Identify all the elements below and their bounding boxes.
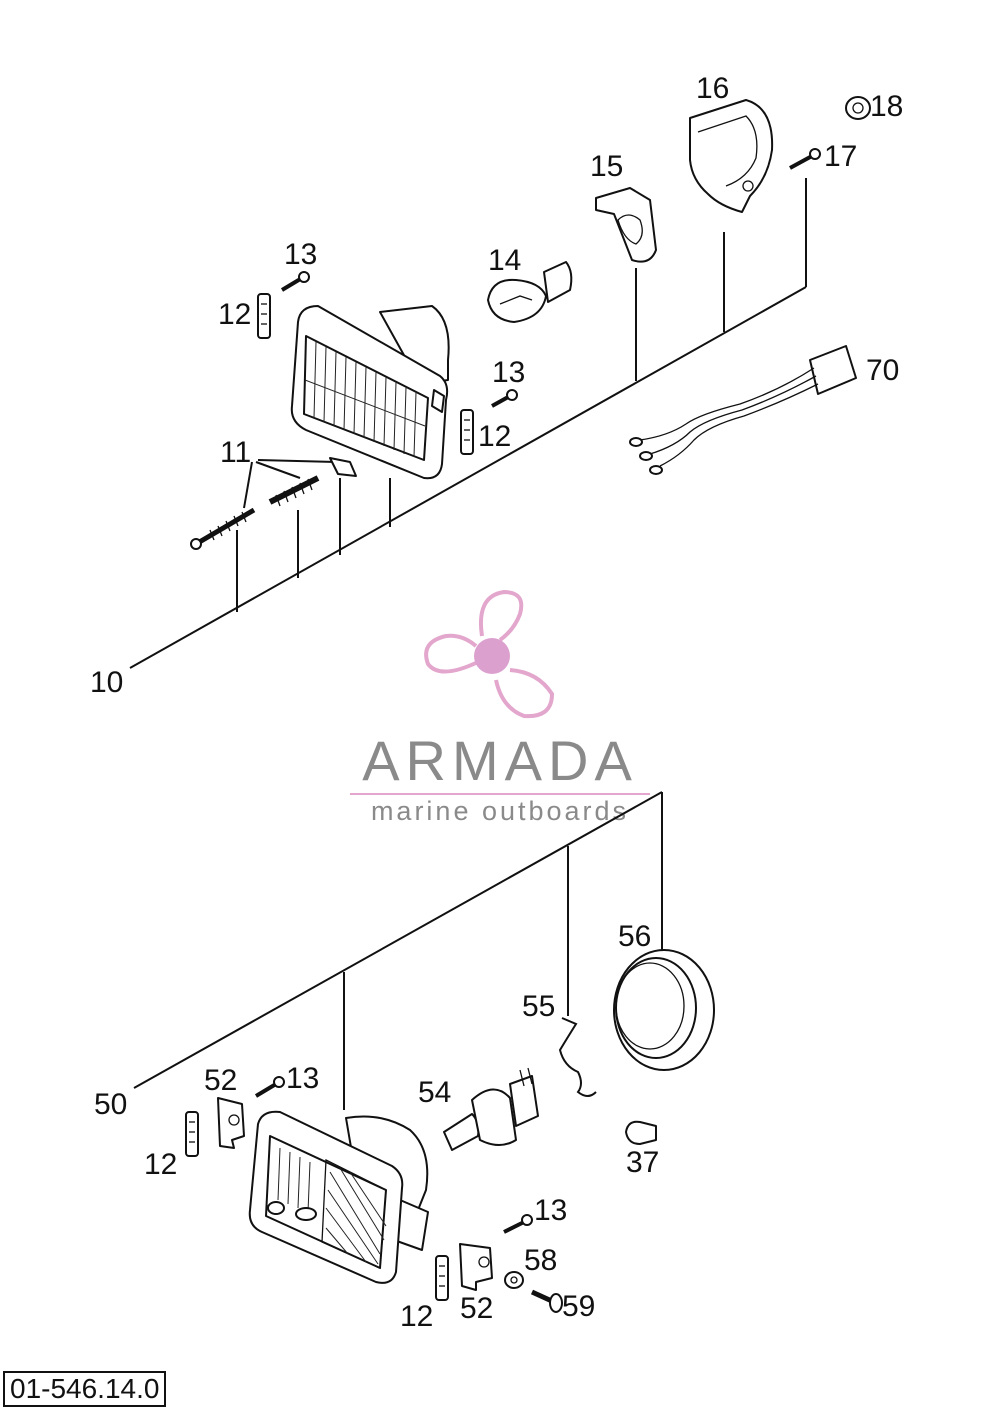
callout-labels: 16 18 17 15 13 14 12 70 13 12 11 10 56 5… (90, 72, 903, 1333)
callout-13: 13 (534, 1194, 567, 1227)
callout-52: 52 (460, 1292, 493, 1325)
headlight-lower (248, 1110, 429, 1284)
callout-56: 56 (618, 920, 651, 953)
callout-54: 54 (418, 1076, 451, 1109)
callout-11: 11 (220, 436, 251, 469)
callout-15: 15 (590, 150, 623, 183)
spring-clip-55 (558, 1017, 597, 1097)
callout-12: 12 (144, 1148, 177, 1181)
brackets-52 (217, 1097, 493, 1291)
callout-58: 58 (524, 1244, 557, 1277)
callout-50: 50 (94, 1088, 127, 1121)
callout-12: 12 (400, 1300, 433, 1333)
screws-upper (280, 271, 518, 408)
callout-13: 13 (492, 356, 525, 389)
retaining-ring-56 (613, 949, 715, 1071)
cover-16 (689, 99, 774, 213)
callout-70: 70 (866, 354, 899, 387)
upper-leader-lines (129, 178, 807, 669)
nut-strips-upper (257, 293, 474, 455)
headlight-upper (290, 305, 450, 480)
callout-17: 17 (824, 140, 857, 173)
propeller-logo (424, 589, 555, 719)
nut-strips-lower (185, 1111, 449, 1301)
adjusting-screws (190, 457, 357, 550)
propeller-hub (474, 638, 510, 674)
callout-14: 14 (488, 244, 521, 277)
brand-name: ARMADA (362, 729, 638, 792)
washer-58 (504, 1271, 524, 1289)
callout-59: 59 (562, 1290, 595, 1323)
callout-18: 18 (870, 90, 903, 123)
callout-37: 37 (626, 1146, 659, 1179)
parking-bulb-37 (625, 1120, 657, 1145)
callout-13: 13 (284, 238, 317, 271)
bulb-holder-15 (595, 187, 657, 263)
screw-59 (530, 1289, 563, 1313)
drawing-code-label: 01-546.14.0 (3, 1371, 167, 1407)
callout-55: 55 (522, 990, 555, 1023)
callout-13: 13 (286, 1062, 319, 1095)
halogen-bulb-54 (443, 1067, 539, 1151)
callout-52: 52 (204, 1064, 237, 1097)
callout-12: 12 (478, 420, 511, 453)
wire-harness-70 (629, 345, 857, 475)
lower-leader-lines (133, 791, 663, 1110)
callout-10: 10 (90, 666, 123, 699)
screw-17 (789, 148, 821, 170)
armada-watermark: ARMADA marine outboards (350, 589, 650, 826)
brand-tagline: marine outboards (371, 796, 629, 826)
bulb-14 (487, 261, 573, 323)
callout-12: 12 (218, 298, 251, 331)
screws-lower (254, 1076, 533, 1234)
grommet-18 (845, 96, 871, 120)
callout-16: 16 (696, 72, 729, 105)
